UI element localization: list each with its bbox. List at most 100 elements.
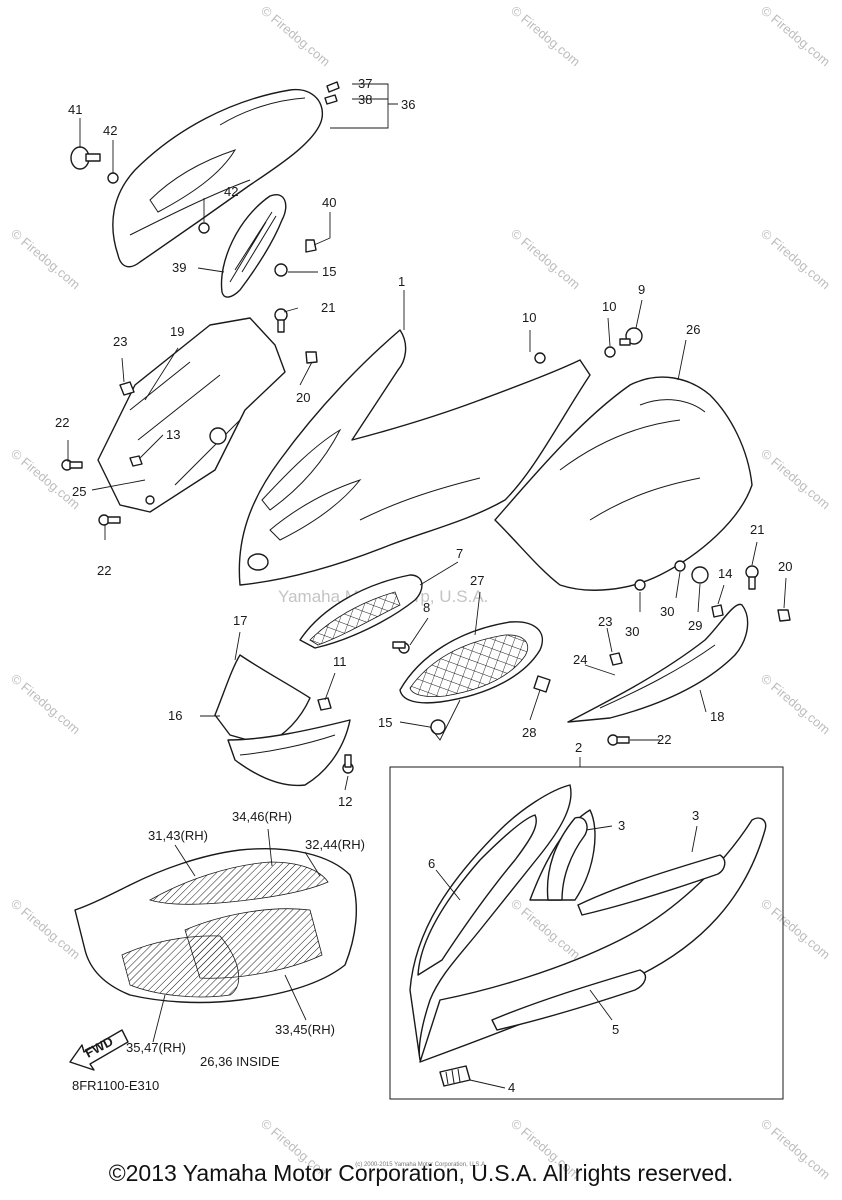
clip-37 bbox=[326, 81, 340, 93]
strip-3b bbox=[577, 854, 726, 916]
copyright-footer: ©2013 Yamaha Motor Corporation, U.S.A. A… bbox=[108, 1160, 734, 1186]
clip-28 bbox=[533, 675, 551, 693]
upper-front-cover bbox=[112, 88, 324, 268]
lower-panel-18 bbox=[567, 603, 749, 723]
callout: 29 bbox=[688, 618, 702, 633]
clip-23b bbox=[609, 652, 623, 666]
callout: 19 bbox=[170, 324, 184, 339]
label-inside: 26,36 INSIDE bbox=[200, 1054, 280, 1069]
callout: 42 bbox=[103, 123, 117, 138]
watermark-text: © Firedog.com bbox=[508, 226, 583, 292]
callout: 9 bbox=[638, 282, 645, 297]
washer-10a bbox=[534, 352, 546, 364]
callout: 37 bbox=[358, 76, 372, 91]
washer-10b bbox=[604, 346, 616, 358]
callout: 21 bbox=[321, 300, 335, 315]
callout: 14 bbox=[718, 566, 732, 581]
bolt-21a bbox=[274, 308, 288, 333]
callout: 24 bbox=[573, 652, 587, 667]
callout: 26 bbox=[686, 322, 700, 337]
bolt-22c bbox=[607, 734, 630, 746]
watermark-text: © Firedog.com bbox=[8, 896, 83, 962]
callout: 28 bbox=[522, 725, 536, 740]
callout: 20 bbox=[296, 390, 310, 405]
callout: 17 bbox=[233, 613, 247, 628]
callout: 10 bbox=[602, 299, 616, 314]
side-panel-19 bbox=[97, 317, 286, 513]
callout: 8 bbox=[423, 600, 430, 615]
inner-duct-39 bbox=[220, 193, 287, 298]
sheet-labels: 34,46(RH) 31,43(RH) 32,44(RH) 35,47(RH) … bbox=[72, 809, 365, 1093]
callout: 12 bbox=[338, 794, 352, 809]
clip-20b bbox=[777, 609, 791, 622]
decal-sheet bbox=[74, 848, 358, 1004]
callout: 3 bbox=[692, 808, 699, 823]
watermark-text: © Firedog.com bbox=[508, 3, 583, 69]
nut-15b bbox=[430, 719, 446, 735]
watermark-text: © Firedog.com bbox=[758, 446, 833, 512]
callout: 16 bbox=[168, 708, 182, 723]
callout: 30 bbox=[660, 604, 674, 619]
callout: 22 bbox=[55, 415, 69, 430]
clip-20a bbox=[305, 351, 318, 364]
bolt-21b bbox=[745, 565, 759, 590]
nut-15a bbox=[274, 263, 288, 277]
watermark-text: © Firedog.com bbox=[758, 226, 833, 292]
callout: 21 bbox=[750, 522, 764, 537]
bolt-12 bbox=[342, 754, 354, 774]
callout: 15 bbox=[322, 264, 336, 279]
callout: 30 bbox=[625, 624, 639, 639]
watermark-text: © Firedog.com bbox=[8, 671, 83, 737]
fwd-arrow-icon: FWD bbox=[69, 1029, 129, 1071]
label-31-43: 31,43(RH) bbox=[148, 828, 208, 843]
watermark-text: © Firedog.com bbox=[258, 3, 333, 69]
bolt-22a bbox=[61, 459, 83, 471]
clip-14 bbox=[711, 604, 724, 618]
callout: 13 bbox=[166, 427, 180, 442]
clip-11 bbox=[317, 697, 332, 711]
callout-numbers: 37 38 36 41 42 42 40 39 15 1 10 10 9 26 … bbox=[55, 76, 792, 1095]
main-shroud-1 bbox=[238, 329, 591, 586]
callout: 6 bbox=[428, 856, 435, 871]
callout: 40 bbox=[322, 195, 336, 210]
label-35-47: 35,47(RH) bbox=[126, 1040, 186, 1055]
strip-6 bbox=[417, 814, 537, 976]
callout: 22 bbox=[97, 563, 111, 578]
callout: 1 bbox=[398, 274, 405, 289]
watermark-text: © Firedog.com bbox=[508, 896, 583, 962]
watermark-text: © Firedog.com bbox=[758, 3, 833, 69]
label-32-44: 32,44(RH) bbox=[305, 837, 365, 852]
callout: 23 bbox=[598, 614, 612, 629]
washer-42a bbox=[107, 172, 119, 184]
bolt-22b bbox=[98, 514, 121, 526]
watermark-text: © Firedog.com bbox=[758, 671, 833, 737]
label-34-46: 34,46(RH) bbox=[232, 809, 292, 824]
washer-30a bbox=[634, 579, 646, 591]
diagram-code: 8FR1100-E310 bbox=[72, 1078, 159, 1093]
callout: 41 bbox=[68, 102, 82, 117]
bolt-29 bbox=[691, 566, 709, 584]
clip-23a bbox=[119, 381, 135, 396]
clip-13 bbox=[129, 455, 143, 467]
callout: 5 bbox=[612, 1022, 619, 1037]
watermark-text: © Firedog.com bbox=[758, 896, 833, 962]
small-copyright: (c) 2000-2015 Yamaha Motor Corporation, … bbox=[355, 1162, 487, 1168]
callout: 36 bbox=[401, 97, 415, 112]
callout: 25 bbox=[72, 484, 86, 499]
callout: 2 bbox=[575, 740, 582, 755]
callout: 38 bbox=[358, 92, 372, 107]
front-panel-16-17 bbox=[214, 654, 351, 787]
label-33-45: 33,45(RH) bbox=[275, 1022, 335, 1037]
callout: 22 bbox=[657, 732, 671, 747]
callout: 4 bbox=[508, 1080, 515, 1095]
callout: 20 bbox=[778, 559, 792, 574]
watermark-text: © Firedog.com bbox=[8, 226, 83, 292]
strip-5 bbox=[491, 969, 647, 1031]
callout: 15 bbox=[378, 715, 392, 730]
clip-4 bbox=[439, 1065, 471, 1087]
watermark-text: © Firedog.com bbox=[8, 446, 83, 512]
detail-box-2 bbox=[389, 766, 784, 1100]
side-grille-7 bbox=[299, 574, 423, 649]
inner-panel-26 bbox=[494, 376, 753, 591]
